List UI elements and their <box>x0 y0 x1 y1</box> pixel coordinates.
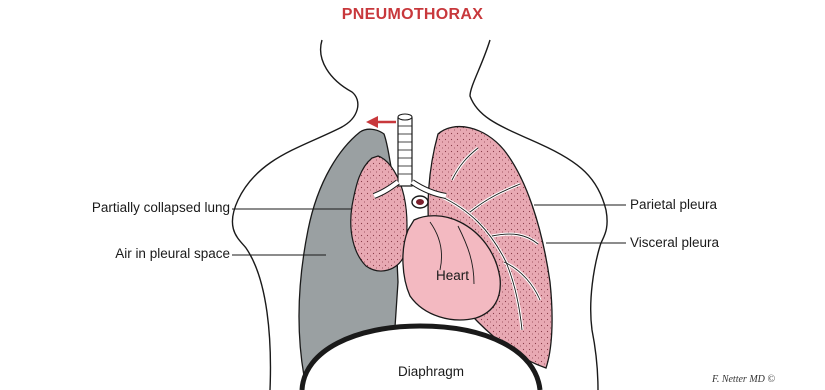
label-visceral-pleura: Visceral pleura <box>630 235 719 250</box>
label-partially-collapsed-lung: Partially collapsed lung <box>20 200 230 215</box>
trachea <box>398 118 412 186</box>
label-parietal-pleura: Parietal pleura <box>630 197 717 212</box>
air-arrow-icon <box>366 116 396 128</box>
label-diaphragm: Diaphragm <box>398 364 464 379</box>
artist-signature: F. Netter MD © <box>712 374 775 385</box>
label-heart: Heart <box>436 268 469 283</box>
label-air-in-pleural-space: Air in pleural space <box>20 246 230 261</box>
